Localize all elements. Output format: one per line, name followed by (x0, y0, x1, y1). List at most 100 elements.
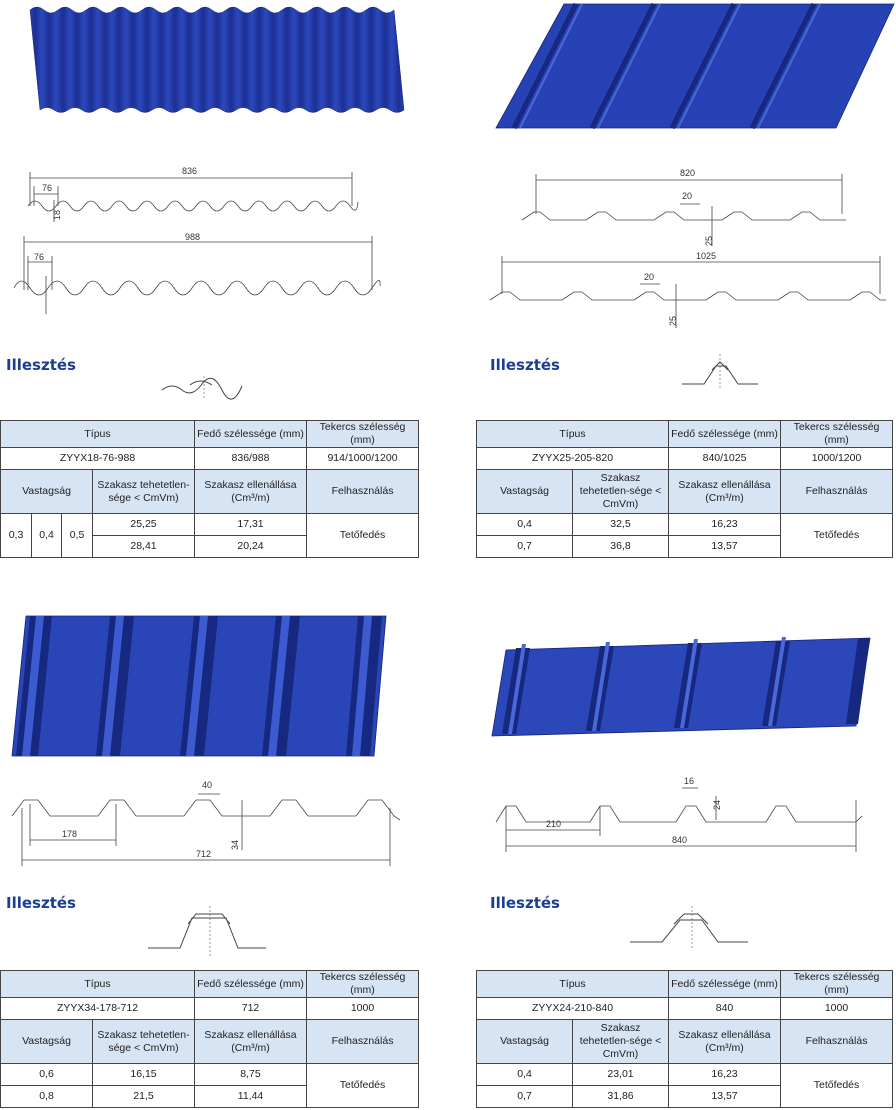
header-coil-width: Tekercs szélesség (mm) (306, 970, 420, 998)
dim-top-width: 836 (182, 166, 197, 176)
value-thickness: 0,6 (0, 1063, 93, 1086)
value-resistance: 20,24 (194, 535, 308, 558)
value-type: ZYYX18-76-988 (0, 447, 196, 470)
header-usage: Felhasználás (306, 469, 420, 514)
value-thickness: 0,3 (0, 513, 32, 558)
value-usage: Tetőfedés (780, 513, 894, 558)
dim-top-rib: 20 (682, 191, 692, 201)
value-coil-width: 1000 (306, 997, 420, 1020)
spec-table: Típus Fedő szélessége (mm) Tekercs széle… (475, 970, 894, 1108)
header-inertia: Szakasz tehetetlen-sége < CmVm) (91, 1019, 196, 1064)
header-coil-width: Tekercs szélesség (mm) (306, 420, 420, 448)
section-heading: Illesztés (490, 894, 560, 912)
header-thickness: Vastagság (476, 1019, 573, 1064)
value-inertia: 31,86 (571, 1085, 670, 1108)
profile-drawing (11, 793, 401, 866)
header-thickness: Vastagság (476, 469, 573, 514)
panel-zyyx25: 820 20 25 1025 20 25 Illesztés Típus Fed… (475, 0, 896, 560)
dim-width: 840 (672, 835, 687, 845)
header-cover-width: Fedő szélessége (mm) (194, 970, 308, 998)
dim-rib-top: 40 (202, 780, 212, 790)
header-cover-width: Fedő szélessége (mm) (668, 420, 782, 448)
profile-drawing-top (521, 174, 846, 246)
trapezoid-sheet-illustration: 40 178 34 712 (11, 615, 401, 866)
dim-top-height: 18 (52, 210, 62, 220)
header-resistance: Szakasz ellenállása (Cm³/m) (194, 469, 308, 514)
dim-height: 34 (230, 840, 240, 850)
header-thickness: Vastagság (0, 469, 93, 514)
value-resistance: 11,44 (194, 1085, 308, 1108)
header-inertia: Szakasz tehetetlen-sége < CmVm) (571, 469, 670, 514)
value-inertia: 21,5 (91, 1085, 196, 1108)
value-inertia: 28,41 (91, 535, 196, 558)
value-inertia: 32,5 (571, 513, 670, 536)
value-resistance: 16,23 (668, 513, 782, 536)
value-inertia: 25,25 (91, 513, 196, 536)
dim-width: 712 (196, 849, 211, 859)
dim-pitch: 210 (546, 819, 561, 829)
dim-bottom-pitch: 76 (34, 252, 44, 262)
header-type: Típus (475, 420, 670, 448)
header-type: Típus (475, 970, 670, 998)
dim-bottom-width: 988 (185, 232, 200, 242)
value-cover-width: 840/1025 (668, 447, 782, 470)
dim-bottom-height: 25 (668, 316, 678, 326)
header-coil-width: Tekercs szélesség (mm) (780, 420, 894, 448)
value-type: ZYYX25-205-820 (475, 447, 670, 470)
dim-pitch: 178 (62, 829, 77, 839)
header-inertia: Szakasz tehetetlen-sége < CmVm) (571, 1019, 670, 1064)
value-coil-width: 1000 (780, 997, 894, 1020)
dim-top-width: 820 (680, 168, 695, 178)
value-cover-width: 836/988 (194, 447, 308, 470)
header-inertia: Szakasz tehetetlen-sége < CmVm) (91, 469, 196, 514)
header-type: Típus (0, 420, 196, 448)
trapezoid-sheet-illustration: 16 24 210 840 (491, 637, 871, 852)
dim-bottom-rib: 20 (644, 272, 654, 282)
value-usage: Tetőfedés (306, 513, 420, 558)
header-resistance: Szakasz ellenállása (Cm³/m) (194, 1019, 308, 1064)
corrugated-sheet-image (29, 6, 405, 113)
value-inertia: 23,01 (571, 1063, 670, 1086)
section-heading: Illesztés (6, 356, 76, 374)
value-type: ZYYX34-178-712 (0, 997, 196, 1020)
section-heading: Illesztés (490, 356, 560, 374)
spec-table: Típus Fedő szélessége (mm) Tekercs széle… (475, 420, 894, 558)
value-inertia: 36,8 (571, 535, 670, 558)
value-type: ZYYX24-210-840 (475, 997, 670, 1020)
value-resistance: 16,23 (668, 1063, 782, 1086)
header-usage: Felhasználás (306, 1019, 420, 1064)
header-thickness: Vastagság (0, 1019, 93, 1064)
header-type: Típus (0, 970, 196, 998)
value-resistance: 13,57 (668, 1085, 782, 1108)
corrugated-sheet-illustration: 836 76 18 988 76 (13, 6, 405, 314)
trapezoid-sheet-image (495, 3, 895, 129)
header-usage: Felhasználás (780, 469, 894, 514)
value-thickness: 0,7 (476, 1085, 573, 1108)
value-thickness: 0,4 (476, 513, 573, 536)
value-inertia: 16,15 (91, 1063, 196, 1086)
profile-drawing-top (27, 172, 359, 222)
section-heading: Illesztés (6, 894, 76, 912)
header-resistance: Szakasz ellenállása (Cm³/m) (668, 469, 782, 514)
value-resistance: 17,31 (194, 513, 308, 536)
value-thickness: 0,8 (0, 1085, 93, 1108)
value-thickness: 0,4 (31, 513, 62, 558)
spec-table: Típus Fedő szélessége (mm) Tekercs széle… (0, 420, 420, 558)
header-cover-width: Fedő szélessége (mm) (668, 970, 782, 998)
dim-bottom-width: 1025 (696, 251, 716, 261)
dim-top-pitch: 76 (42, 183, 52, 193)
profile-drawing-bottom (489, 256, 886, 328)
panel-zyyx18: 836 76 18 988 76 Illesztés Típus Fedő sz… (0, 0, 420, 560)
value-cover-width: 840 (668, 997, 782, 1020)
spec-table: Típus Fedő szélessége (mm) Tekercs széle… (0, 970, 420, 1108)
value-usage: Tetőfedés (306, 1063, 420, 1108)
value-resistance: 8,75 (194, 1063, 308, 1086)
header-resistance: Szakasz ellenállása (Cm³/m) (668, 1019, 782, 1064)
header-coil-width: Tekercs szélesség (mm) (780, 970, 894, 998)
profile-drawing (495, 787, 863, 852)
value-cover-width: 712 (194, 997, 308, 1020)
value-thickness: 0,7 (476, 535, 573, 558)
header-usage: Felhasználás (780, 1019, 894, 1064)
value-thickness: 0,4 (476, 1063, 573, 1086)
trapezoid-sheet-illustration: 820 20 25 1025 20 25 (489, 2, 895, 328)
